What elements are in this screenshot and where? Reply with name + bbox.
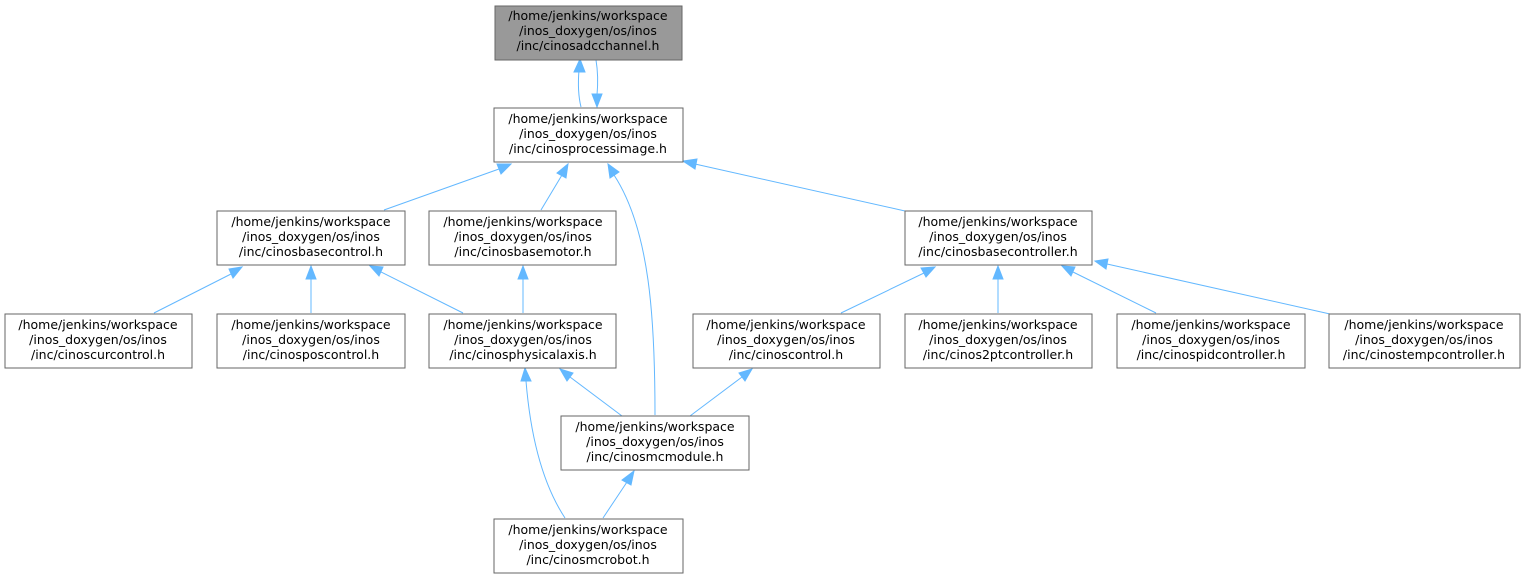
node-line-2: /inos_doxygen/os/inos — [242, 332, 380, 347]
node-cinosbasemotor[interactable]: /home/jenkins/workspace /inos_doxygen/os… — [428, 210, 617, 266]
node-cinosbasecontrol[interactable]: /home/jenkins/workspace /inos_doxygen/os… — [216, 210, 406, 266]
node-line-3: /inc/cinosphysicalaxis.h — [449, 347, 596, 362]
node-line-1: /home/jenkins/workspace — [231, 317, 391, 332]
node-line-1: /home/jenkins/workspace — [1344, 317, 1504, 332]
edge-adcchannel-to-processimage — [591, 59, 603, 109]
node-cinosbasecontroller[interactable]: /home/jenkins/workspace /inos_doxygen/os… — [904, 210, 1093, 266]
node-line-1: /home/jenkins/workspace — [443, 317, 603, 332]
node-line-1: /home/jenkins/workspace — [443, 214, 603, 229]
node-line-3: /inc/cinoscontrol.h — [729, 347, 843, 362]
node-line-3: /inc/cinosbasemotor.h — [454, 244, 591, 259]
node-line-3: /inc/cinospidcontroller.h — [1137, 347, 1286, 362]
node-line-3: /inc/cinosbasecontroller.h — [918, 244, 1077, 259]
node-cinosprocessimage[interactable]: /home/jenkins/workspace /inos_doxygen/os… — [493, 107, 684, 163]
node-cinosposcontrol[interactable]: /home/jenkins/workspace /inos_doxygen/os… — [216, 313, 406, 369]
node-line-2: /inos_doxygen/os/inos — [519, 537, 657, 552]
edge-basecontrol-to-processimage — [383, 163, 513, 211]
node-line-3: /inc/cinosadcchannel.h — [517, 38, 660, 53]
node-line-2: /inos_doxygen/os/inos — [717, 332, 855, 347]
node-line-3: /inc/cinostempcontroller.h — [1343, 347, 1505, 362]
node-cinosmcmodule[interactable]: /home/jenkins/workspace /inos_doxygen/os… — [560, 415, 750, 471]
node-cinosadcchannel[interactable]: /home/jenkins/workspace /inos_doxygen/os… — [494, 5, 683, 61]
node-line-3: /inc/cinosmcrobot.h — [526, 552, 649, 567]
edge-twoptcontroller-to-basecontroller — [992, 264, 1004, 313]
node-line-3: /inc/cinos2ptcontroller.h — [923, 347, 1073, 362]
edge-control-to-basecontroller — [840, 266, 937, 314]
node-line-3: /inc/cinosprocessimage.h — [509, 141, 667, 156]
node-cinoscontrol[interactable]: /home/jenkins/workspace /inos_doxygen/os… — [692, 313, 881, 369]
node-line-2: /inos_doxygen/os/inos — [519, 126, 657, 141]
node-line-2: /inos_doxygen/os/inos — [929, 332, 1067, 347]
dependency-edges — [153, 57, 1331, 519]
edge-processimage-to-adcchannel — [573, 57, 586, 108]
edge-tempcontroller-to-basecontroller — [1093, 258, 1331, 315]
node-line-2: /inos_doxygen/os/inos — [929, 229, 1067, 244]
node-line-1: /home/jenkins/workspace — [231, 214, 391, 229]
node-line-2: /inos_doxygen/os/inos — [586, 434, 724, 449]
edge-basemotor-to-processimage — [540, 162, 569, 211]
edge-poscontrol-to-basecontrol — [305, 264, 317, 313]
node-line-3: /inc/cinosmcmodule.h — [587, 449, 724, 464]
edge-mcmodule-to-processimage — [607, 162, 656, 416]
node-cinosphysicalaxis[interactable]: /home/jenkins/workspace /inos_doxygen/os… — [428, 313, 617, 369]
edge-basecontroller-to-processimage — [681, 158, 906, 212]
node-line-1: /home/jenkins/workspace — [508, 522, 668, 537]
edge-mcrobot-to-mcmodule — [602, 469, 635, 519]
node-line-2: /inos_doxygen/os/inos — [29, 332, 167, 347]
edge-pidcontroller-to-basecontroller — [1060, 265, 1157, 314]
edge-mcrobot-to-physicalaxis — [520, 366, 566, 519]
node-cinostempcontroller[interactable]: /home/jenkins/workspace /inos_doxygen/os… — [1328, 313, 1521, 369]
node-line-2: /inos_doxygen/os/inos — [1355, 332, 1493, 347]
node-line-2: /inos_doxygen/os/inos — [1142, 332, 1280, 347]
node-line-3: /inc/cinosposcontrol.h — [243, 347, 379, 362]
edge-curcontrol-to-basecontrol — [153, 266, 244, 314]
edge-physicalaxis-to-basemotor — [517, 264, 529, 313]
node-line-2: /inos_doxygen/os/inos — [519, 23, 657, 38]
node-line-2: /inos_doxygen/os/inos — [454, 229, 592, 244]
node-line-3: /inc/cinosbasecontrol.h — [239, 244, 383, 259]
node-line-1: /home/jenkins/workspace — [575, 419, 735, 434]
node-line-1: /home/jenkins/workspace — [918, 214, 1078, 229]
node-line-3: /inc/cinoscurcontrol.h — [31, 347, 165, 362]
edge-physicalaxis-to-basecontrol — [368, 265, 464, 314]
edge-mcmodule-to-control — [689, 368, 754, 417]
node-line-1: /home/jenkins/workspace — [18, 317, 178, 332]
node-cinospidcontroller[interactable]: /home/jenkins/workspace /inos_doxygen/os… — [1116, 313, 1306, 369]
node-line-1: /home/jenkins/workspace — [918, 317, 1078, 332]
node-cinos2ptcontroller[interactable]: /home/jenkins/workspace /inos_doxygen/os… — [904, 313, 1093, 369]
node-line-1: /home/jenkins/workspace — [1131, 317, 1291, 332]
node-line-1: /home/jenkins/workspace — [706, 317, 866, 332]
node-cinoscurcontrol[interactable]: /home/jenkins/workspace /inos_doxygen/os… — [4, 313, 193, 369]
node-line-1: /home/jenkins/workspace — [508, 8, 668, 23]
node-cinosmcrobot[interactable]: /home/jenkins/workspace /inos_doxygen/os… — [493, 518, 684, 574]
edge-mcmodule-to-physicalaxis — [558, 368, 623, 417]
node-line-1: /home/jenkins/workspace — [508, 111, 668, 126]
node-line-2: /inos_doxygen/os/inos — [242, 229, 380, 244]
node-line-2: /inos_doxygen/os/inos — [454, 332, 592, 347]
